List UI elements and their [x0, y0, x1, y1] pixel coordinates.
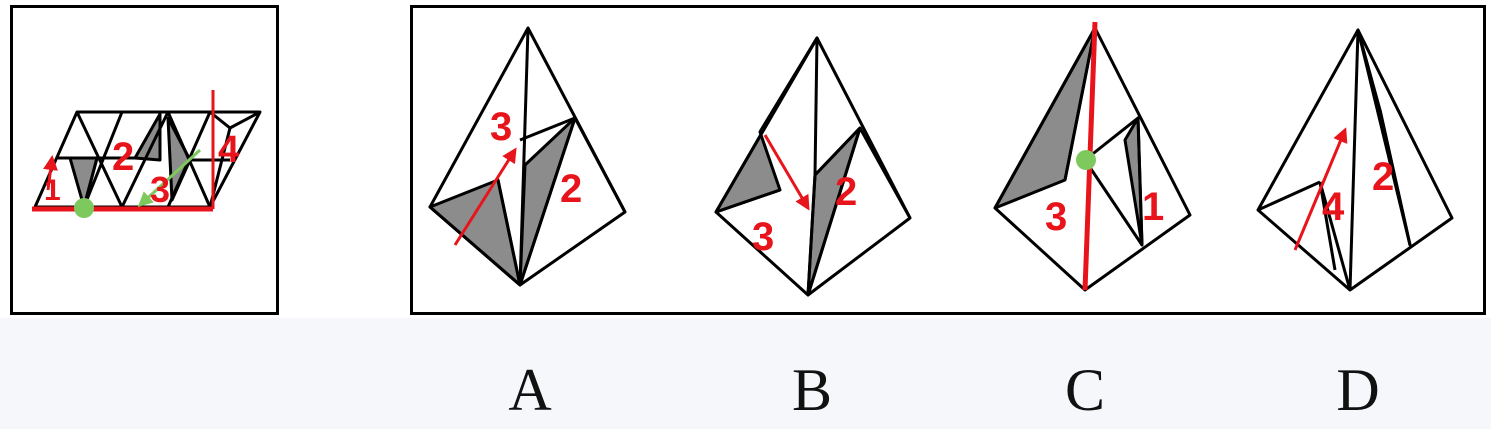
- net-green-dot: [74, 198, 94, 218]
- option-b-arrow: [763, 134, 810, 211]
- lower-background: [0, 318, 1491, 429]
- option-label-b[interactable]: B: [791, 357, 833, 423]
- net-red-marks: [32, 90, 215, 218]
- option-d-figure: [1256, 28, 1454, 292]
- option-b-figure: [714, 36, 912, 297]
- net-arrow-1: [43, 155, 58, 191]
- option-c-number-1: 1: [1142, 185, 1164, 229]
- net-shaded-face: [133, 112, 162, 162]
- option-c-number-3: 3: [1045, 195, 1067, 239]
- option-d-number-4: 4: [1322, 185, 1345, 229]
- net-face-number-4: 4: [218, 129, 239, 171]
- option-a-arrow: [453, 147, 517, 246]
- option-d-arrow: [1293, 127, 1348, 251]
- net-face-number-3: 3: [150, 169, 170, 210]
- option-c-green-dot: [1076, 150, 1096, 170]
- option-label-a[interactable]: A: [508, 357, 552, 423]
- net-face-number-2: 2: [112, 135, 134, 179]
- options-panel: [410, 5, 1486, 315]
- option-a-figure: [428, 26, 627, 287]
- option-a-number-2: 2: [560, 167, 582, 211]
- option-b-number-3: 3: [752, 215, 774, 259]
- net-face-number-1: 1: [44, 174, 61, 207]
- option-b-number-2: 2: [835, 170, 857, 214]
- option-label-c[interactable]: C: [1064, 357, 1106, 423]
- net-shaded-face: [166, 116, 192, 202]
- net-arrow-3: [137, 148, 202, 208]
- option-d-number-2: 2: [1372, 155, 1394, 199]
- option-label-d[interactable]: D: [1336, 357, 1380, 423]
- option-a-number-3: 3: [490, 105, 512, 149]
